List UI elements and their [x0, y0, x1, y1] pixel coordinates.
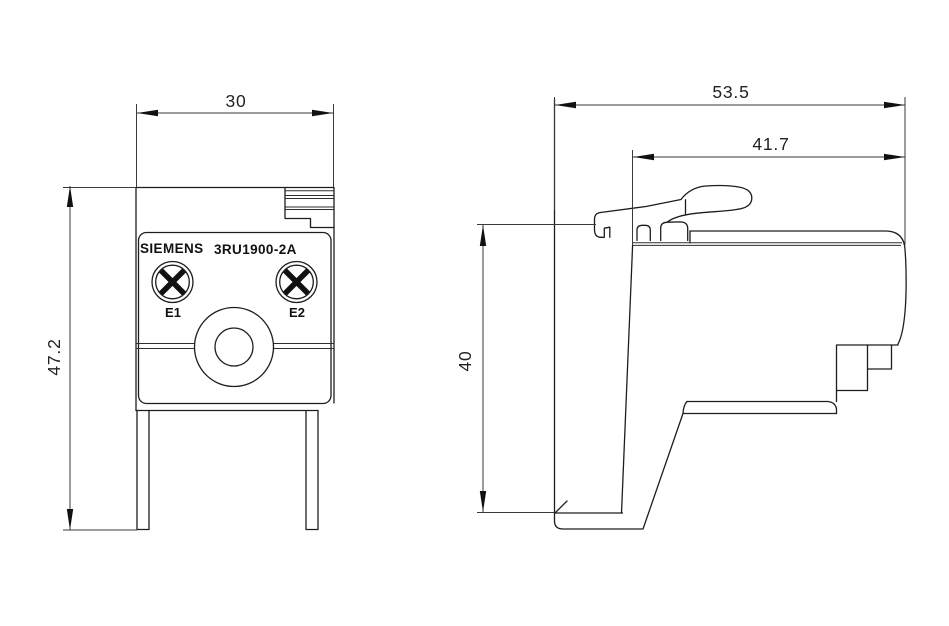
side-rail-flag — [554, 500, 568, 514]
screw-e1-icon — [151, 260, 194, 304]
screw-e2-inner — [279, 264, 314, 300]
front-view: SIEMENS 3RU1900-2A E1 E2 — [135, 186, 335, 531]
front-plate: SIEMENS 3RU1900-2A E1 E2 — [136, 231, 334, 405]
lever-hook — [593, 211, 611, 238]
front-legs — [136, 409, 319, 531]
lever-foot-large — [660, 221, 689, 242]
center-boss-inner-circle — [214, 327, 254, 367]
center-boss-outer-circle — [193, 306, 275, 388]
dim30-arrow-left — [137, 109, 158, 117]
side-step-block-b — [866, 344, 893, 370]
dim-side-depth: 53.5 — [554, 82, 906, 245]
terminal-e1-label: E1 — [165, 305, 181, 320]
dim417-label: 41.7 — [752, 134, 789, 154]
side-step-top — [835, 344, 899, 403]
front-fin-step — [284, 187, 335, 229]
dim30-label: 30 — [225, 91, 246, 111]
dim535-arrow-right — [884, 101, 905, 109]
side-bottom-plate-lower — [682, 400, 838, 415]
dim472-arrow-bottom — [66, 509, 74, 530]
dim40-arrow-top — [479, 225, 487, 246]
dim-side-upper-depth: 41.7 — [632, 134, 905, 245]
dimensions: 30 47.2 53.5 41.7 — [44, 82, 906, 531]
screw-e1-outer — [151, 260, 194, 304]
release-lever — [593, 184, 753, 242]
dim417-arrow-right — [884, 153, 905, 161]
screw-e2-outer — [275, 260, 318, 304]
screw-e1-inner — [155, 264, 190, 300]
side-view — [553, 98, 907, 530]
dim472-label: 47.2 — [44, 338, 64, 375]
front-plate-outline — [137, 231, 332, 405]
terminal-e2-label: E2 — [289, 305, 305, 320]
front-body-outline — [135, 186, 335, 412]
screw-e2-cross — [283, 268, 310, 296]
side-step-block-a — [835, 344, 869, 392]
dim30-extension-lines — [136, 104, 334, 187]
dim-front-width: 30 — [136, 91, 334, 187]
dim417-arrow-left — [633, 153, 654, 161]
side-front-slant-edge — [620, 244, 634, 514]
brand-label: SIEMENS — [140, 241, 204, 256]
front-left-leg — [136, 409, 150, 531]
front-right-leg — [305, 409, 319, 531]
side-top-and-right-edge — [689, 230, 907, 346]
lever-foot-small — [636, 224, 651, 242]
lever-arm — [599, 184, 753, 224]
dim472-arrow-top — [66, 186, 74, 207]
side-bottom-plate-upper — [686, 400, 838, 415]
screw-e2-icon — [275, 260, 318, 304]
dim-front-height: 47.2 — [44, 186, 137, 531]
side-body-outline — [553, 98, 907, 530]
dim-side-height: 40 — [455, 224, 596, 513]
dim535-arrow-left — [555, 101, 576, 109]
dim40-arrow-bottom — [479, 491, 487, 512]
screw-e1-cross — [159, 268, 186, 296]
side-left-and-bottom-edge — [553, 98, 684, 530]
dim472-extension-lines — [63, 187, 137, 531]
dim40-label: 40 — [455, 350, 475, 371]
model-label: 3RU1900-2A — [214, 242, 297, 257]
dim30-arrow-right — [312, 109, 333, 117]
dim535-label: 53.5 — [712, 82, 749, 102]
